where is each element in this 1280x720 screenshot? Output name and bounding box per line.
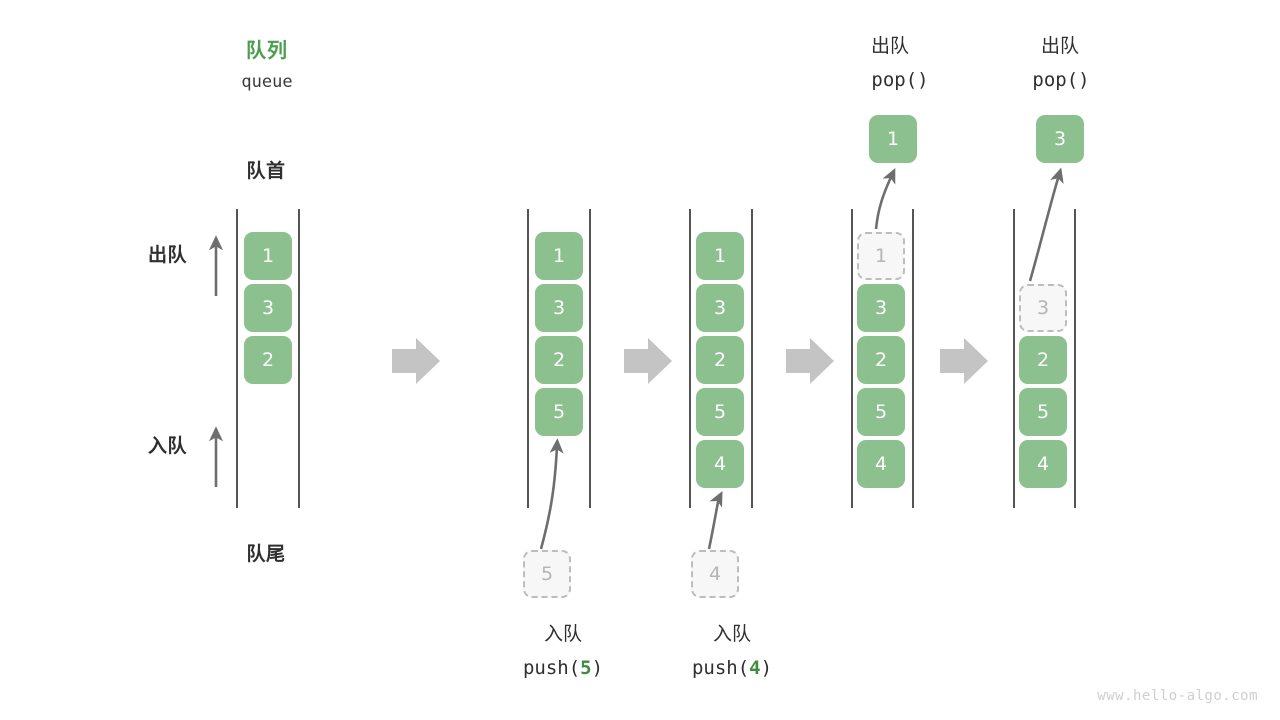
queue-item: 5	[857, 388, 905, 436]
panel-caption-cn: 入队	[712, 623, 752, 645]
front-label: 队首	[246, 160, 286, 182]
queue-item: 1	[696, 232, 744, 280]
queue-rail-left	[236, 209, 238, 508]
panel-header-code: pop()	[871, 69, 929, 91]
queue-rail-left	[851, 209, 853, 508]
step-arrow-2	[624, 338, 672, 384]
push-5-arrow	[539, 438, 564, 550]
queue-item: 2	[857, 336, 905, 384]
step-arrow-1	[392, 338, 440, 384]
pop-1-arrow	[874, 167, 896, 230]
queue-rail-right	[912, 209, 914, 508]
caption-code-arg: 5	[580, 657, 592, 679]
step-arrow-4	[940, 338, 988, 384]
caption-code-post: )	[760, 657, 773, 679]
queue-item: 2	[244, 336, 292, 384]
removed-value-box: 1	[857, 232, 905, 280]
caption-code-pre: push(	[522, 657, 581, 679]
queue-item: 2	[1019, 336, 1067, 384]
queue-item: 3	[696, 284, 744, 332]
queue-rail-right	[751, 209, 753, 508]
diagram-title-en: queue	[241, 72, 293, 92]
incoming-value-box: 4	[691, 550, 739, 598]
pop-3-arrow	[1028, 167, 1064, 282]
queue-item: 4	[857, 440, 905, 488]
queue-rail-left	[1013, 209, 1015, 508]
panel-header-code: pop()	[1032, 69, 1090, 91]
queue-item: 3	[535, 284, 583, 332]
enqueue-label: 入队	[148, 435, 188, 457]
queue-item: 5	[696, 388, 744, 436]
queue-item-new: 5	[535, 388, 583, 436]
panel-caption-cn: 入队	[543, 623, 583, 645]
queue-item: 3	[244, 284, 292, 332]
queue-item: 2	[696, 336, 744, 384]
incoming-value-box: 5	[523, 550, 571, 598]
queue-item: 4	[1019, 440, 1067, 488]
queue-item-new: 4	[696, 440, 744, 488]
queue-item: 5	[1019, 388, 1067, 436]
queue-rail-left	[527, 209, 529, 508]
panel-header-cn: 出队	[870, 35, 910, 57]
popped-value-box: 3	[1036, 115, 1084, 163]
removed-value-box: 3	[1019, 284, 1067, 332]
queue-rail-right	[589, 209, 591, 508]
queue-rail-left	[689, 209, 691, 508]
caption-code-arg: 4	[749, 657, 761, 679]
watermark: www.hello-algo.com	[1097, 688, 1258, 704]
caption-code-pre: push(	[691, 657, 750, 679]
queue-rail-right	[1074, 209, 1076, 508]
queue-item: 1	[244, 232, 292, 280]
rear-label: 队尾	[246, 543, 286, 565]
diagram-title-cn: 队列	[246, 38, 288, 62]
panel-header-cn: 出队	[1040, 35, 1080, 57]
step-arrow-3	[786, 338, 834, 384]
panel-caption-code: push(4)	[692, 656, 772, 681]
dequeue-label: 出队	[148, 244, 188, 266]
queue-rail-right	[298, 209, 300, 508]
queue-item: 1	[535, 232, 583, 280]
caption-code-post: )	[591, 657, 604, 679]
queue-item: 3	[857, 284, 905, 332]
push-4-arrow	[707, 491, 723, 550]
panel-caption-code: push(5)	[523, 656, 603, 681]
popped-value-box: 1	[869, 115, 917, 163]
queue-item: 2	[535, 336, 583, 384]
